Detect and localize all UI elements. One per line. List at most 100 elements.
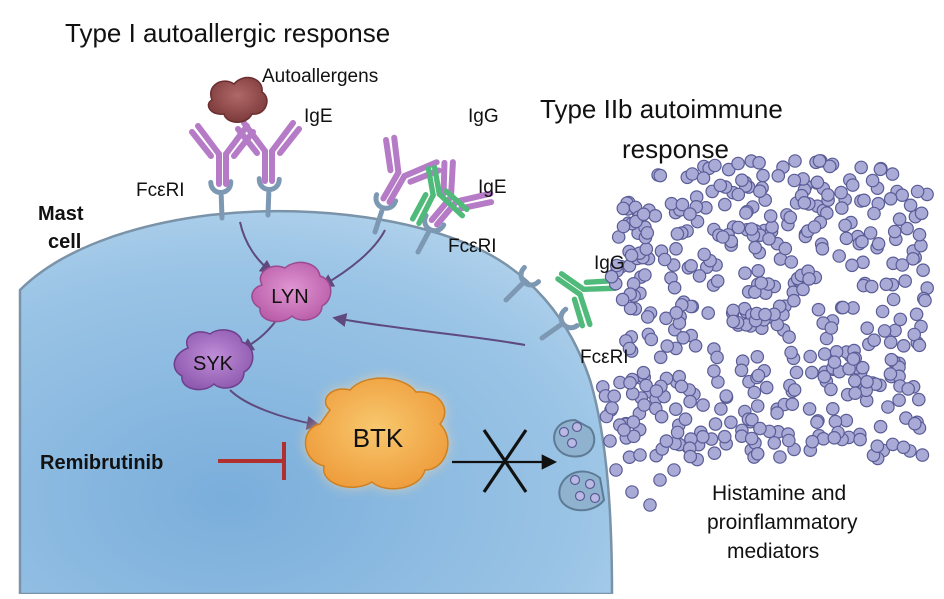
mediator-particle: [696, 398, 710, 412]
mediator-particle: [756, 168, 770, 183]
mediator-particle: [654, 409, 669, 424]
mediator-particle: [626, 415, 641, 429]
mediator-particle: [783, 210, 798, 225]
mediator-particle: [751, 368, 766, 383]
mediator-particle: [692, 269, 707, 283]
mediator-cloud: [595, 154, 934, 512]
mediator-particle: [854, 160, 868, 175]
mediator-particle: [653, 473, 667, 487]
mediator-particle: [697, 247, 711, 262]
mediator-particle: [896, 338, 911, 353]
mediator-particle: [907, 416, 922, 431]
mediator-particle: [762, 232, 776, 246]
mediator-particle: [911, 392, 926, 407]
arrow-fceri-mid-to-lyn: [319, 229, 386, 288]
mediator-particle: [605, 401, 619, 415]
mediator-particle: [731, 187, 746, 202]
mediator-particle: [855, 360, 870, 375]
autoallergens-label: Autoallergens: [262, 66, 378, 87]
syk-kinase: SYK: [173, 329, 254, 391]
mediator-particle: [739, 206, 753, 220]
mediator-particle: [787, 293, 801, 308]
mediator-particle: [892, 393, 906, 407]
mediator-particle: [653, 350, 668, 365]
fceri-receptor-right-1: [503, 264, 542, 303]
mediator-particle: [863, 226, 878, 240]
mediator-particle: [653, 168, 668, 183]
histamine-line1: Histamine and: [712, 482, 846, 505]
mediator-particle: [807, 220, 822, 234]
receptor-layer: [189, 76, 618, 341]
mediator-particle: [873, 162, 888, 177]
mediator-particle: [622, 341, 637, 356]
mediator-particle: [744, 431, 759, 446]
mediator-particle: [616, 201, 631, 216]
mediator-particle: [763, 209, 778, 223]
mediator-particle: [796, 282, 810, 297]
mediator-particle: [910, 184, 925, 199]
mediator-particle: [883, 335, 898, 350]
ige-antibody-left-1: [189, 123, 256, 187]
mediator-particle: [802, 402, 817, 416]
mediator-particle: [900, 221, 914, 236]
mediator-particle: [810, 415, 824, 429]
mediator-particle: [640, 226, 655, 240]
mediator-particle: [617, 423, 631, 437]
mediator-particle: [675, 197, 690, 212]
igg-antibody-right: [555, 271, 618, 329]
mediator-particle: [649, 384, 664, 398]
mediator-particle: [639, 242, 654, 256]
mediator-particle: [683, 394, 697, 409]
mediator-particle: [886, 292, 901, 307]
mediator-particle: [637, 398, 651, 412]
cell-label: cell: [48, 231, 81, 253]
mediator-particle: [893, 312, 908, 327]
mediator-particle: [784, 255, 799, 269]
mediator-particle: [857, 193, 871, 208]
mediator-particle: [782, 330, 796, 344]
mediator-particle: [870, 439, 885, 453]
autoallergen-blob: [207, 76, 268, 123]
lyn-kinase: LYN: [251, 261, 332, 323]
mediator-particle: [758, 307, 772, 322]
mediator-particle: [896, 440, 911, 455]
mediator-particle: [787, 173, 802, 188]
ige-antibody-mid-1: [380, 134, 442, 205]
mediator-particle: [864, 279, 879, 294]
mediator-particle: [906, 251, 920, 266]
fceri-left-label: FcεRI: [136, 180, 185, 201]
mediator-particle: [669, 305, 684, 320]
mediator-particle: [860, 374, 874, 389]
mediator-particle: [623, 301, 638, 316]
mediator-particle: [883, 192, 898, 206]
mediator-particle: [845, 178, 860, 192]
mediator-particle: [805, 434, 820, 449]
mediator-particle: [745, 412, 759, 427]
mediator-particle: [915, 448, 930, 462]
mediator-particle: [731, 220, 746, 235]
mediator-particle: [909, 307, 924, 322]
remibrutinib-inhibitor: Remibrutinib: [40, 442, 286, 480]
syk-label: SYK: [193, 353, 234, 375]
mediator-particle: [881, 400, 895, 414]
fceri-receptor-left-2: [256, 176, 282, 218]
mediator-particle: [873, 419, 888, 434]
mediator-particle: [848, 386, 862, 400]
mediator-particle: [648, 209, 663, 223]
mediator-particle: [657, 252, 672, 267]
mediator-particle: [832, 249, 846, 263]
mediator-particle: [853, 432, 867, 447]
mediator-particle: [750, 349, 765, 364]
mediator-particle: [838, 218, 852, 233]
mediator-particle: [731, 156, 745, 171]
mediator-particle: [708, 417, 723, 431]
mediator-particle: [668, 402, 683, 416]
mediator-particle: [788, 154, 802, 168]
mediator-particle: [885, 167, 900, 181]
mediator-particle: [752, 184, 767, 198]
mediator-particle: [803, 349, 817, 364]
mediator-particle: [750, 399, 765, 413]
mediator-particle: [879, 277, 894, 292]
mediator-particle: [707, 364, 721, 378]
